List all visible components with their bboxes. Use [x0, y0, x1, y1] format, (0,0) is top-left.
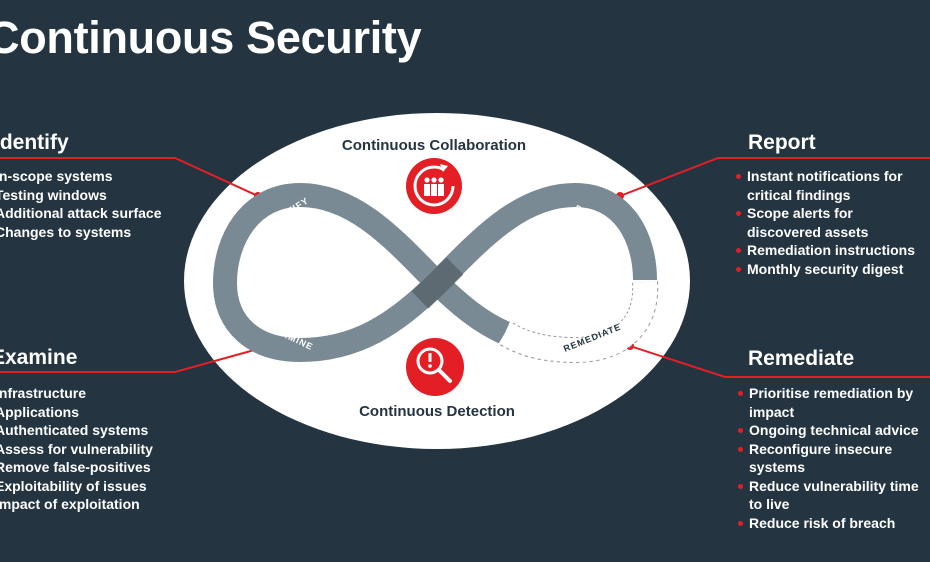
examine-list: Infrastructure Applications Authenticate… — [0, 384, 153, 514]
identify-list: In-scope systems Testing windows Additio… — [0, 167, 162, 241]
identify-heading: Identify — [0, 131, 69, 154]
top-label: Continuous Collaboration — [342, 137, 526, 154]
list-item: Applications — [0, 403, 80, 420]
bottom-label: Continuous Detection — [359, 403, 515, 420]
list-item: Impact of exploitation — [0, 496, 140, 512]
list-item: In-scope systems — [0, 168, 113, 184]
list-item: Testing windows — [0, 186, 107, 203]
list-item: Exploitability of issues — [0, 477, 147, 494]
list-item: Infrastructure — [0, 385, 87, 401]
examine-connector — [0, 348, 259, 373]
list-item: Prioritise remediation by impact — [738, 384, 928, 421]
list-item: Reconfigure insecure systems — [738, 440, 928, 477]
list-item: Authenticated systems — [0, 422, 149, 438]
remediate-list: Prioritise remediation by impact Ongoing… — [738, 384, 928, 532]
list-item: Remediation instructions — [736, 241, 921, 260]
examine-heading: Examine — [0, 346, 78, 369]
list-item: Additional attack surface — [0, 205, 162, 221]
list-item: Reduce risk of breach — [738, 514, 928, 533]
list-item: Scope alerts for discovered assets — [736, 204, 921, 241]
magnifier-alert-icon — [406, 338, 464, 396]
remediate-connector — [629, 345, 930, 378]
crossing-shadow — [411, 257, 464, 309]
remediate-segment-fill — [498, 281, 658, 363]
team-cycle-icon — [406, 158, 462, 214]
list-item: Instant notifications for critical findi… — [736, 167, 921, 204]
list-item: Assess for vulnerability — [0, 440, 153, 457]
list-item: Reduce vulnerability time to live — [738, 477, 928, 514]
report-connector — [619, 157, 930, 197]
list-item: Changes to systems — [0, 223, 132, 240]
remediate-heading: Remediate — [748, 347, 855, 370]
identify-connector — [0, 157, 259, 197]
list-item: Monthly security digest — [736, 260, 921, 279]
report-heading: Report — [748, 131, 816, 154]
page-title: Continuous Security — [0, 12, 422, 63]
list-item: Remove false-positives — [0, 459, 151, 475]
list-item: Ongoing technical advice — [738, 421, 928, 440]
report-list: Instant notifications for critical findi… — [736, 167, 921, 278]
